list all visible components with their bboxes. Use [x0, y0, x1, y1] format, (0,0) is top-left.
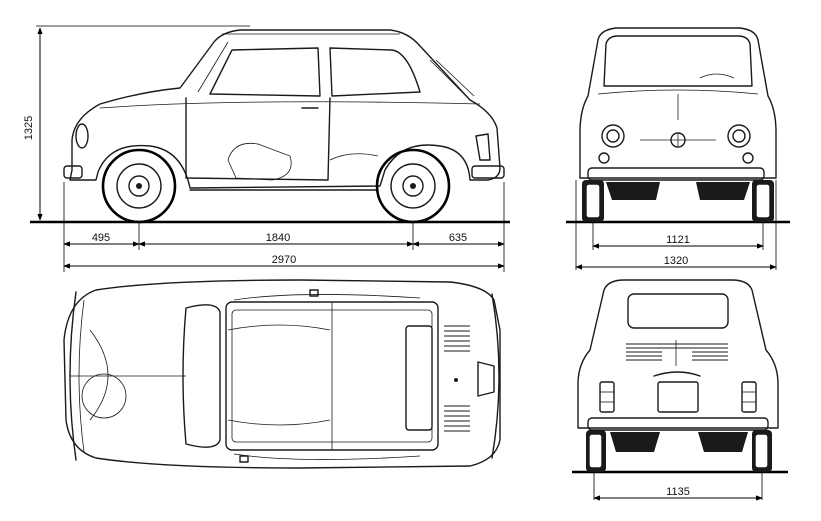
front-view	[566, 27, 790, 224]
wheelbase-label: 1840	[266, 232, 290, 244]
rear-overhang-label: 635	[449, 232, 467, 244]
overall-length-label: 2970	[272, 254, 296, 266]
side-view-dimensions: 1325 495 1840 635 2970	[23, 25, 505, 272]
front-track-label: 1121	[666, 234, 690, 246]
rear-view-dimensions: 1135	[593, 472, 763, 501]
front-view-dimensions: 1121 1320	[575, 180, 777, 270]
side-view	[30, 29, 510, 224]
height-label: 1325	[23, 116, 35, 140]
rear-track-label: 1135	[666, 486, 690, 498]
rear-view	[572, 279, 788, 474]
front-overhang-label: 495	[92, 232, 110, 244]
overall-width-label: 1320	[664, 255, 688, 267]
top-view	[63, 279, 501, 469]
